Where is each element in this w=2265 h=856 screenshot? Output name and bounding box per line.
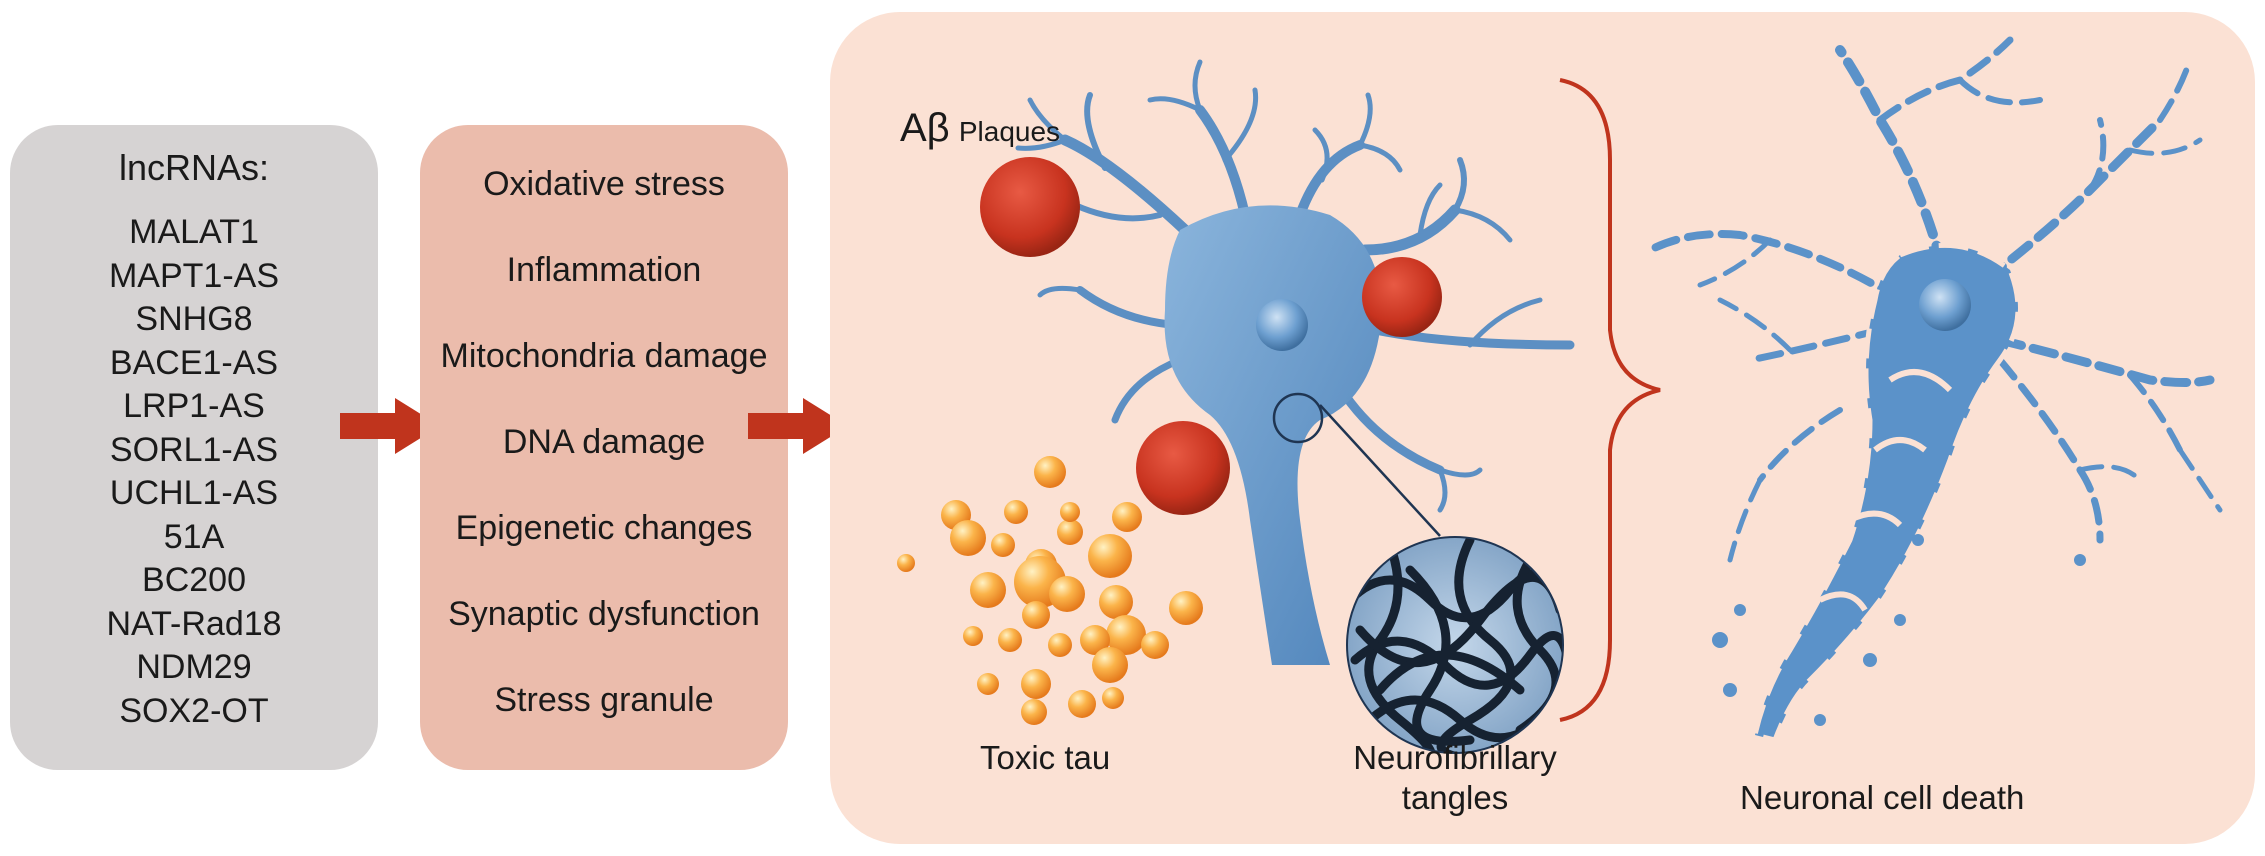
mechanism-item: Stress granule	[494, 681, 714, 719]
neuronal-death-label: Neuronal cell death	[1740, 779, 2025, 816]
lncrna-list: MALAT1 MAPT1-AS SNHG8 BACE1-AS LRP1-AS S…	[106, 211, 281, 733]
mechanism-item: Oxidative stress	[483, 165, 725, 203]
lncrna-panel: lncRNAs: MALAT1 MAPT1-AS SNHG8 BACE1-AS …	[10, 125, 378, 770]
lncrna-item: MALAT1	[129, 213, 259, 251]
mechanism-item: Epigenetic changes	[455, 509, 753, 547]
lncrna-item: MAPT1-AS	[108, 256, 280, 295]
abeta-symbol: Aβ	[900, 106, 950, 150]
lncrna-item: NDM29	[136, 648, 252, 686]
lncrna-item: UCHL1-AS	[109, 474, 279, 512]
plaques-label: Plaques	[958, 116, 1061, 147]
mechanism-item: Inflammation	[506, 251, 702, 289]
mechanism-item: DNA damage	[502, 423, 706, 461]
lncrna-title: lncRNAs:	[118, 147, 270, 188]
lncrna-item: LRP1-AS	[123, 387, 265, 425]
mechanism-item: Mitochondria damage	[440, 337, 768, 375]
right-arrow-icon	[340, 398, 440, 454]
mechanism-item: Synaptic dysfunction	[448, 595, 760, 633]
lncrna-item: BACE1-AS	[109, 343, 279, 382]
tangles-label-line1: Neurofibrillary	[1353, 739, 1557, 776]
mechanism-panel: Oxidative stress Inflammation Mitochondr…	[420, 125, 788, 770]
abeta-label: Aβ Plaques	[900, 108, 1060, 152]
right-arrow-icon	[748, 398, 848, 454]
toxic-tau-label: Toxic tau	[980, 739, 1111, 776]
lncrna-item: SORL1-AS	[109, 430, 279, 469]
tangles-label: Neurofibrillary tangles	[1330, 738, 1580, 818]
tangles-label-line2: tangles	[1401, 779, 1509, 816]
lncrna-item: 51A	[163, 517, 225, 556]
lncrna-item: BC200	[142, 561, 246, 599]
lncrna-item: NAT-Rad18	[106, 604, 282, 643]
lncrna-item: SOX2-OT	[119, 691, 269, 730]
lncrna-item: SNHG8	[135, 300, 253, 338]
mechanism-list: Oxidative stress Inflammation Mitochondr…	[420, 163, 788, 722]
